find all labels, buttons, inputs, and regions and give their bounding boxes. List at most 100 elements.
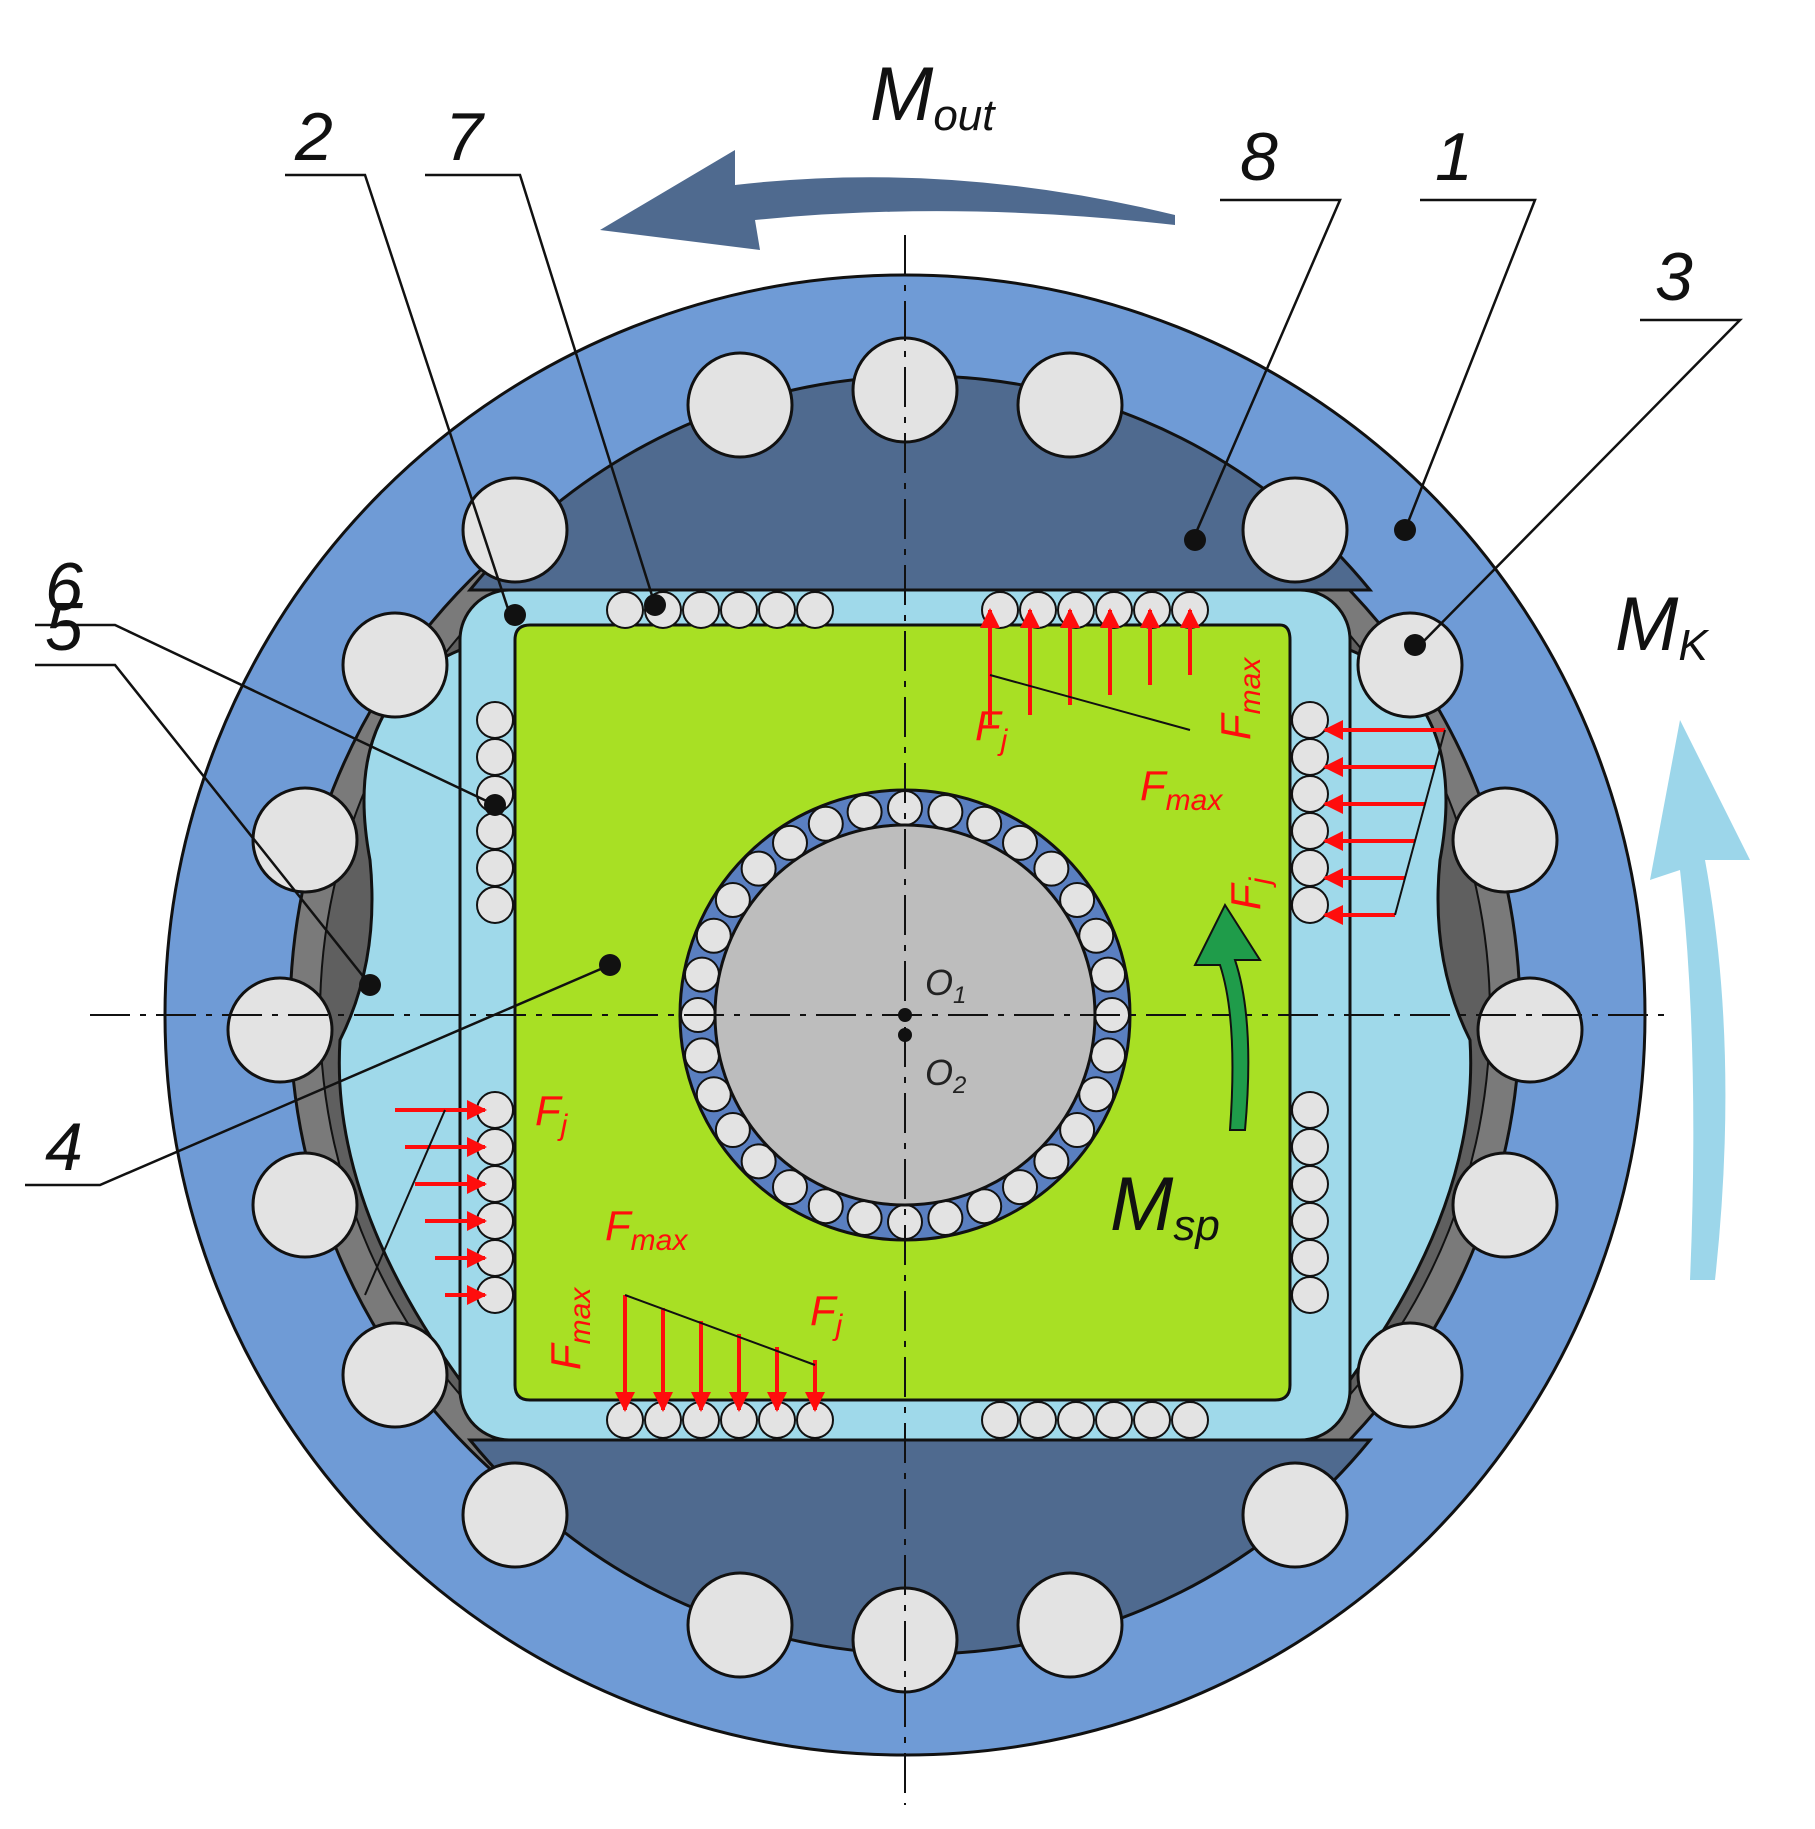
roller <box>251 1151 359 1259</box>
force-label-fj-left: Fj <box>535 1087 569 1142</box>
roller <box>1241 1461 1349 1569</box>
part-label-1: 1 <box>1435 119 1473 195</box>
part-label-3: 3 <box>1655 239 1693 315</box>
roller <box>341 611 449 719</box>
bearing-ball <box>1078 1076 1115 1113</box>
small-ball <box>1291 1276 1329 1314</box>
load-envelope <box>989 674 1191 731</box>
small-ball <box>981 1401 1019 1439</box>
load-envelope <box>1394 729 1446 916</box>
bearing-ball <box>1033 1143 1070 1180</box>
small-ball <box>1291 738 1329 776</box>
msp-arrow <box>1193 902 1262 1131</box>
bearing-ball <box>846 793 883 830</box>
small-ball <box>1095 1401 1133 1439</box>
small-ball <box>1291 849 1329 887</box>
small-ball <box>476 738 514 776</box>
small-ball <box>981 591 1019 629</box>
load-envelope <box>364 1109 446 1296</box>
bearing-ball <box>683 956 720 993</box>
small-ball <box>606 591 644 629</box>
small-ball <box>758 591 796 629</box>
force-label-fj-bottom: Fj <box>810 1287 844 1342</box>
center-o1-label: O1 <box>925 962 966 1009</box>
moment-label-out: Mout <box>870 52 996 140</box>
roller <box>461 1461 569 1569</box>
bearing-ball <box>966 805 1003 842</box>
mk-arrow <box>1650 720 1750 1280</box>
bearing-ball <box>927 793 964 830</box>
small-ball <box>1057 1401 1095 1439</box>
bearing-ball <box>695 917 732 954</box>
center-o1-point <box>898 1008 912 1022</box>
small-ball <box>1291 1091 1329 1129</box>
bearing-ball <box>1033 850 1070 887</box>
bearing-ball <box>740 850 777 887</box>
roller <box>461 476 569 584</box>
force-label-fmax-top: Fmax <box>1140 762 1223 817</box>
small-ball <box>1133 1401 1171 1439</box>
bearing-ball <box>740 1143 777 1180</box>
small-ball <box>1171 1401 1209 1439</box>
part-label-2: 2 <box>294 99 333 175</box>
part-label-7: 7 <box>445 99 485 175</box>
small-ball <box>1291 1239 1329 1277</box>
force-label-fmax-bottom: Fmax <box>605 1202 688 1257</box>
bearing-ball <box>1059 1112 1096 1149</box>
roller <box>1016 1571 1124 1679</box>
roller <box>1356 611 1464 719</box>
leader-dots <box>359 519 1426 996</box>
part-label-4: 4 <box>45 1109 83 1185</box>
small-ball <box>720 591 758 629</box>
load-envelope <box>624 1294 816 1366</box>
small-ball <box>476 701 514 739</box>
force-label-fmax-right: Fmax <box>1212 657 1267 740</box>
roller <box>1016 351 1124 459</box>
roller <box>1476 976 1584 1084</box>
bearing-ball <box>1078 917 1115 954</box>
roller <box>1241 476 1349 584</box>
roller <box>686 1571 794 1679</box>
small-ball <box>1291 812 1329 850</box>
roller <box>251 786 359 894</box>
small-ball <box>1291 1202 1329 1240</box>
bearing-ball <box>771 824 808 861</box>
bearing-ball <box>1090 956 1127 993</box>
roller <box>1356 1321 1464 1429</box>
small-ball <box>476 886 514 924</box>
force-label-fj-top: Fj <box>975 702 1009 757</box>
part-label-6: 6 <box>45 549 83 625</box>
small-ball <box>1057 591 1095 629</box>
bearing-ball <box>683 1037 720 1074</box>
small-ball <box>682 591 720 629</box>
small-ball <box>476 849 514 887</box>
bearing-ball <box>714 881 751 918</box>
small-ball <box>1019 591 1057 629</box>
roller <box>686 351 794 459</box>
rollers <box>226 336 1584 1694</box>
bearing-ball <box>846 1200 883 1237</box>
bearing-ball <box>807 1188 844 1225</box>
bearing-ball <box>714 1112 751 1149</box>
small-ball <box>1019 1401 1057 1439</box>
roller <box>226 976 334 1084</box>
mout-arrow <box>600 150 1175 250</box>
center-o2-label: O2 <box>925 1052 966 1099</box>
small-ball <box>1291 1128 1329 1166</box>
roller <box>1451 786 1559 894</box>
force-label-fj-right: Fj <box>1222 876 1277 910</box>
roller <box>341 1321 449 1429</box>
moment-label-sp: Msp <box>1110 1162 1220 1250</box>
bearing-ball <box>966 1188 1003 1225</box>
small-ball <box>476 812 514 850</box>
bearing-ball <box>1002 824 1039 861</box>
bearing-ball <box>695 1076 732 1113</box>
leader-lines <box>25 173 1743 1187</box>
force-arrows <box>364 608 1446 1412</box>
part-label-8: 8 <box>1240 119 1278 195</box>
bearing-ball <box>771 1169 808 1206</box>
bearing-ball <box>807 805 844 842</box>
small-ball <box>1291 775 1329 813</box>
bearing-ball <box>1090 1037 1127 1074</box>
